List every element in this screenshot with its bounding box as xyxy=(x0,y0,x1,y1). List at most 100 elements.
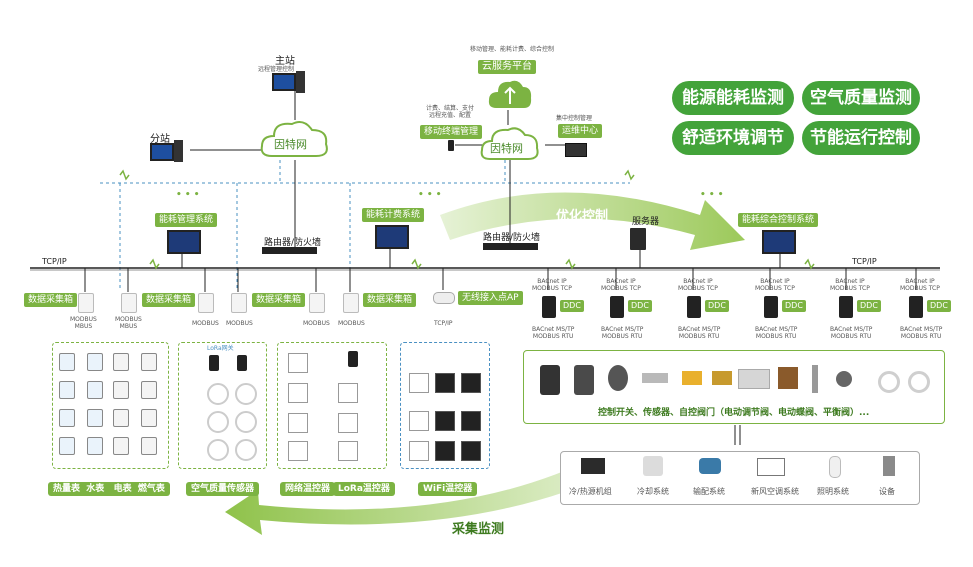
wifi-thermostat-icon xyxy=(435,411,455,431)
net-thermostat-icon xyxy=(288,383,308,403)
electric-meter-icon xyxy=(113,353,129,371)
field-devices-panel: 控制开关、传感器、自控阀门（电动调节阀、电动蝶阀、平衡阀）... xyxy=(523,350,945,424)
ddc-top-3: BACnet IP MODBUS TCP xyxy=(678,278,718,292)
main-station-sub: 远程管理控制 xyxy=(258,66,295,73)
internet-label-2: 因特网 xyxy=(490,142,523,155)
electric-meter-icon xyxy=(113,409,129,427)
actuator-icon xyxy=(682,371,702,385)
ops-center-sub: 集中控制管理 xyxy=(556,115,593,122)
ddc-tag-2: DDC xyxy=(628,300,652,312)
collector-device-4 xyxy=(231,293,247,313)
wifi-thermostat-icon xyxy=(461,411,481,431)
collector-protocol-4: MODBUS xyxy=(226,320,253,327)
collector-device-2 xyxy=(121,293,137,313)
energy-mgmt-system-label: 能耗管理系统 xyxy=(155,213,218,227)
wifi-thermostat-icon xyxy=(409,411,429,431)
ddc-controller-2 xyxy=(610,296,624,318)
lora-thermostat-icon xyxy=(338,383,358,403)
integrated-ctrl-label: 能耗综合控制系统 xyxy=(738,213,819,227)
internet-label-1: 因特网 xyxy=(274,138,307,151)
mobile-mgmt-label: 移动终端管理 xyxy=(420,125,483,139)
optimize-arrow xyxy=(440,192,745,250)
wifi-thermo-label: WiFi温控器 xyxy=(418,482,478,496)
air-sensor-icon xyxy=(235,439,257,461)
feature-air-quality: 空气质量监测 xyxy=(802,81,920,115)
meter-panel xyxy=(52,342,169,469)
tcpip-left: TCP/IP xyxy=(42,257,67,266)
collector-label-4: 数据采集箱 xyxy=(252,293,306,307)
ddc-top-6: BACnet IP MODBUS TCP xyxy=(900,278,940,292)
lora-gateway-icon xyxy=(237,355,247,371)
equipment-label-0: 冷/热源机组 xyxy=(569,487,612,496)
wifi-thermostat-icon xyxy=(435,373,455,393)
heat-meter-icon xyxy=(59,409,75,427)
ddc-top-2: BACnet IP MODBUS TCP xyxy=(601,278,641,292)
dots-3: • • • xyxy=(700,190,724,200)
mobile-phone-icon xyxy=(448,140,454,151)
lighting-icon xyxy=(829,456,841,478)
ddc-top-5: BACnet IP MODBUS TCP xyxy=(830,278,870,292)
equipment-icon xyxy=(883,456,895,476)
main-station-title: 主站 xyxy=(275,56,295,67)
air-sensor-icon xyxy=(207,439,229,461)
net-thermostat-icon xyxy=(288,441,308,461)
feature-comfort: 舒适环境调节 xyxy=(672,121,794,155)
cooling-tower-icon xyxy=(643,456,663,476)
hvac-icon xyxy=(757,458,785,476)
optimize-control-label: 优化控制 xyxy=(556,209,609,224)
main-station-computer-icon xyxy=(272,71,305,93)
feature-energy-saving: 节能运行控制 xyxy=(802,121,920,155)
air-sensor-icon xyxy=(235,411,257,433)
valve-icon xyxy=(574,365,594,395)
ops-center-label: 运维中心 xyxy=(558,124,603,138)
tcpip-right: TCP/IP xyxy=(852,257,877,266)
equipment-label-5: 设备 xyxy=(879,487,895,496)
router-icon-2 xyxy=(483,243,538,250)
air-sensor-icon xyxy=(207,383,229,405)
equipment-label-3: 新风空调系统 xyxy=(751,487,799,496)
server-icon xyxy=(630,228,646,250)
collector-label-2: 数据采集箱 xyxy=(142,293,196,307)
air-sensor-icon xyxy=(207,411,229,433)
router-label-1: 路由器/防火墙 xyxy=(264,238,322,248)
ddc-bottom-2: BACnet MS/TP MODBUS RTU xyxy=(601,326,644,340)
ddc-tag-5: DDC xyxy=(857,300,881,312)
chiller-icon xyxy=(581,458,605,474)
wifi-thermostat-icon xyxy=(409,441,429,461)
collector-protocol-5: MODBUS xyxy=(303,320,330,327)
collector-device-5 xyxy=(309,293,325,313)
wireless-ap-label: 无线接入点AP xyxy=(458,291,523,305)
feature-energy-monitoring: 能源能耗监测 xyxy=(672,81,794,115)
ddc-bottom-5: BACnet MS/TP MODBUS RTU xyxy=(830,326,873,340)
collector-protocol-2: MODBUS MBUS xyxy=(115,316,142,330)
sub-station-computer-icon xyxy=(150,140,183,162)
butterfly-valve-icon xyxy=(608,365,628,391)
router-label-2: 路由器/防火墙 xyxy=(483,233,541,243)
heat-meter-icon xyxy=(59,381,75,399)
collector-device-3 xyxy=(198,293,214,313)
lora-gateway-icon xyxy=(209,355,219,371)
sensor-probe-icon xyxy=(778,367,798,389)
server-label: 服务器 xyxy=(632,217,660,227)
wifi-thermostat-icon xyxy=(409,373,429,393)
lora-gateway-label: LoRa网关 xyxy=(207,345,234,352)
water-meter-icon xyxy=(87,381,103,399)
field-devices-label: 控制开关、传感器、自控阀门（电动调节阀、电动蝶阀、平衡阀）... xyxy=(598,408,870,418)
valve-icon xyxy=(540,365,560,395)
electric-meter-icon xyxy=(113,437,129,455)
equipment-panel: 冷/热源机组 冷却系统 输配系统 新风空调系统 照明系统 设备 xyxy=(560,451,920,505)
wifi-thermostat-icon xyxy=(461,373,481,393)
meter-panel-label: 热量表 水表 电表 燃气表 xyxy=(48,482,170,496)
collect-monitor-label: 采集监测 xyxy=(452,522,505,537)
water-meter-icon xyxy=(87,437,103,455)
ddc-top-1: BACnet IP MODBUS TCP xyxy=(532,278,572,292)
ddc-tag-6: DDC xyxy=(927,300,951,312)
wifi-thermostat-icon xyxy=(461,441,481,461)
ddc-controller-4 xyxy=(764,296,778,318)
net-thermo-label: 网络温控器 xyxy=(280,482,336,496)
lora-thermo-label: LoRa温控器 xyxy=(333,482,395,496)
integrated-ctrl-monitor-icon xyxy=(762,230,796,254)
air-sensor-icon xyxy=(235,383,257,405)
collector-label-6: 数据采集箱 xyxy=(363,293,417,307)
lora-thermostat-icon xyxy=(338,441,358,461)
